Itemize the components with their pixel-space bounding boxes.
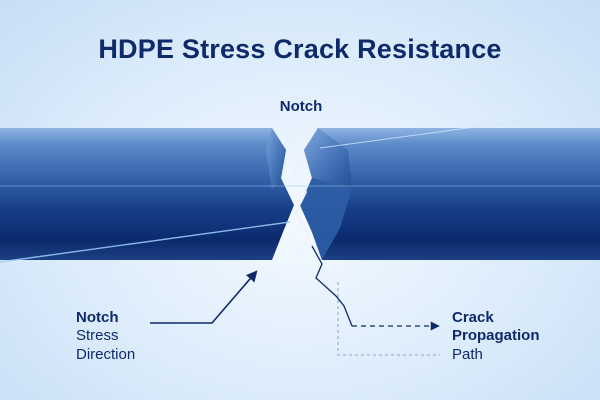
crack-label-line1: Crack	[452, 309, 494, 326]
propagation-guide-line	[337, 282, 440, 356]
fracture-chunk-lower	[300, 178, 352, 260]
notch-label: Notch	[279, 98, 323, 115]
stress-arrow-icon	[150, 270, 258, 324]
crack-propagation-path-label: Crack Propagation Path	[452, 309, 540, 364]
crack-propagation-line	[311, 245, 353, 327]
stress-label-line1: Notch	[76, 309, 119, 326]
diagram-title: HDPE Stress Crack Resistance	[98, 34, 502, 64]
stress-label-line2: Stress	[76, 327, 119, 345]
fracture-face-right	[304, 128, 352, 188]
pipe-left-segment	[0, 128, 294, 260]
notch-stress-direction-label: Notch Stress Direction	[76, 309, 135, 364]
pipe-right-segment	[300, 128, 600, 260]
light-streak-right	[319, 109, 600, 149]
light-streak-left	[0, 221, 291, 263]
stress-label-line3: Direction	[76, 345, 136, 363]
crack-label-line2: Propagation	[452, 327, 540, 345]
crack-label-line3: Path	[452, 345, 483, 363]
fracture-face-left	[266, 128, 286, 190]
crack-fissure	[292, 131, 310, 257]
